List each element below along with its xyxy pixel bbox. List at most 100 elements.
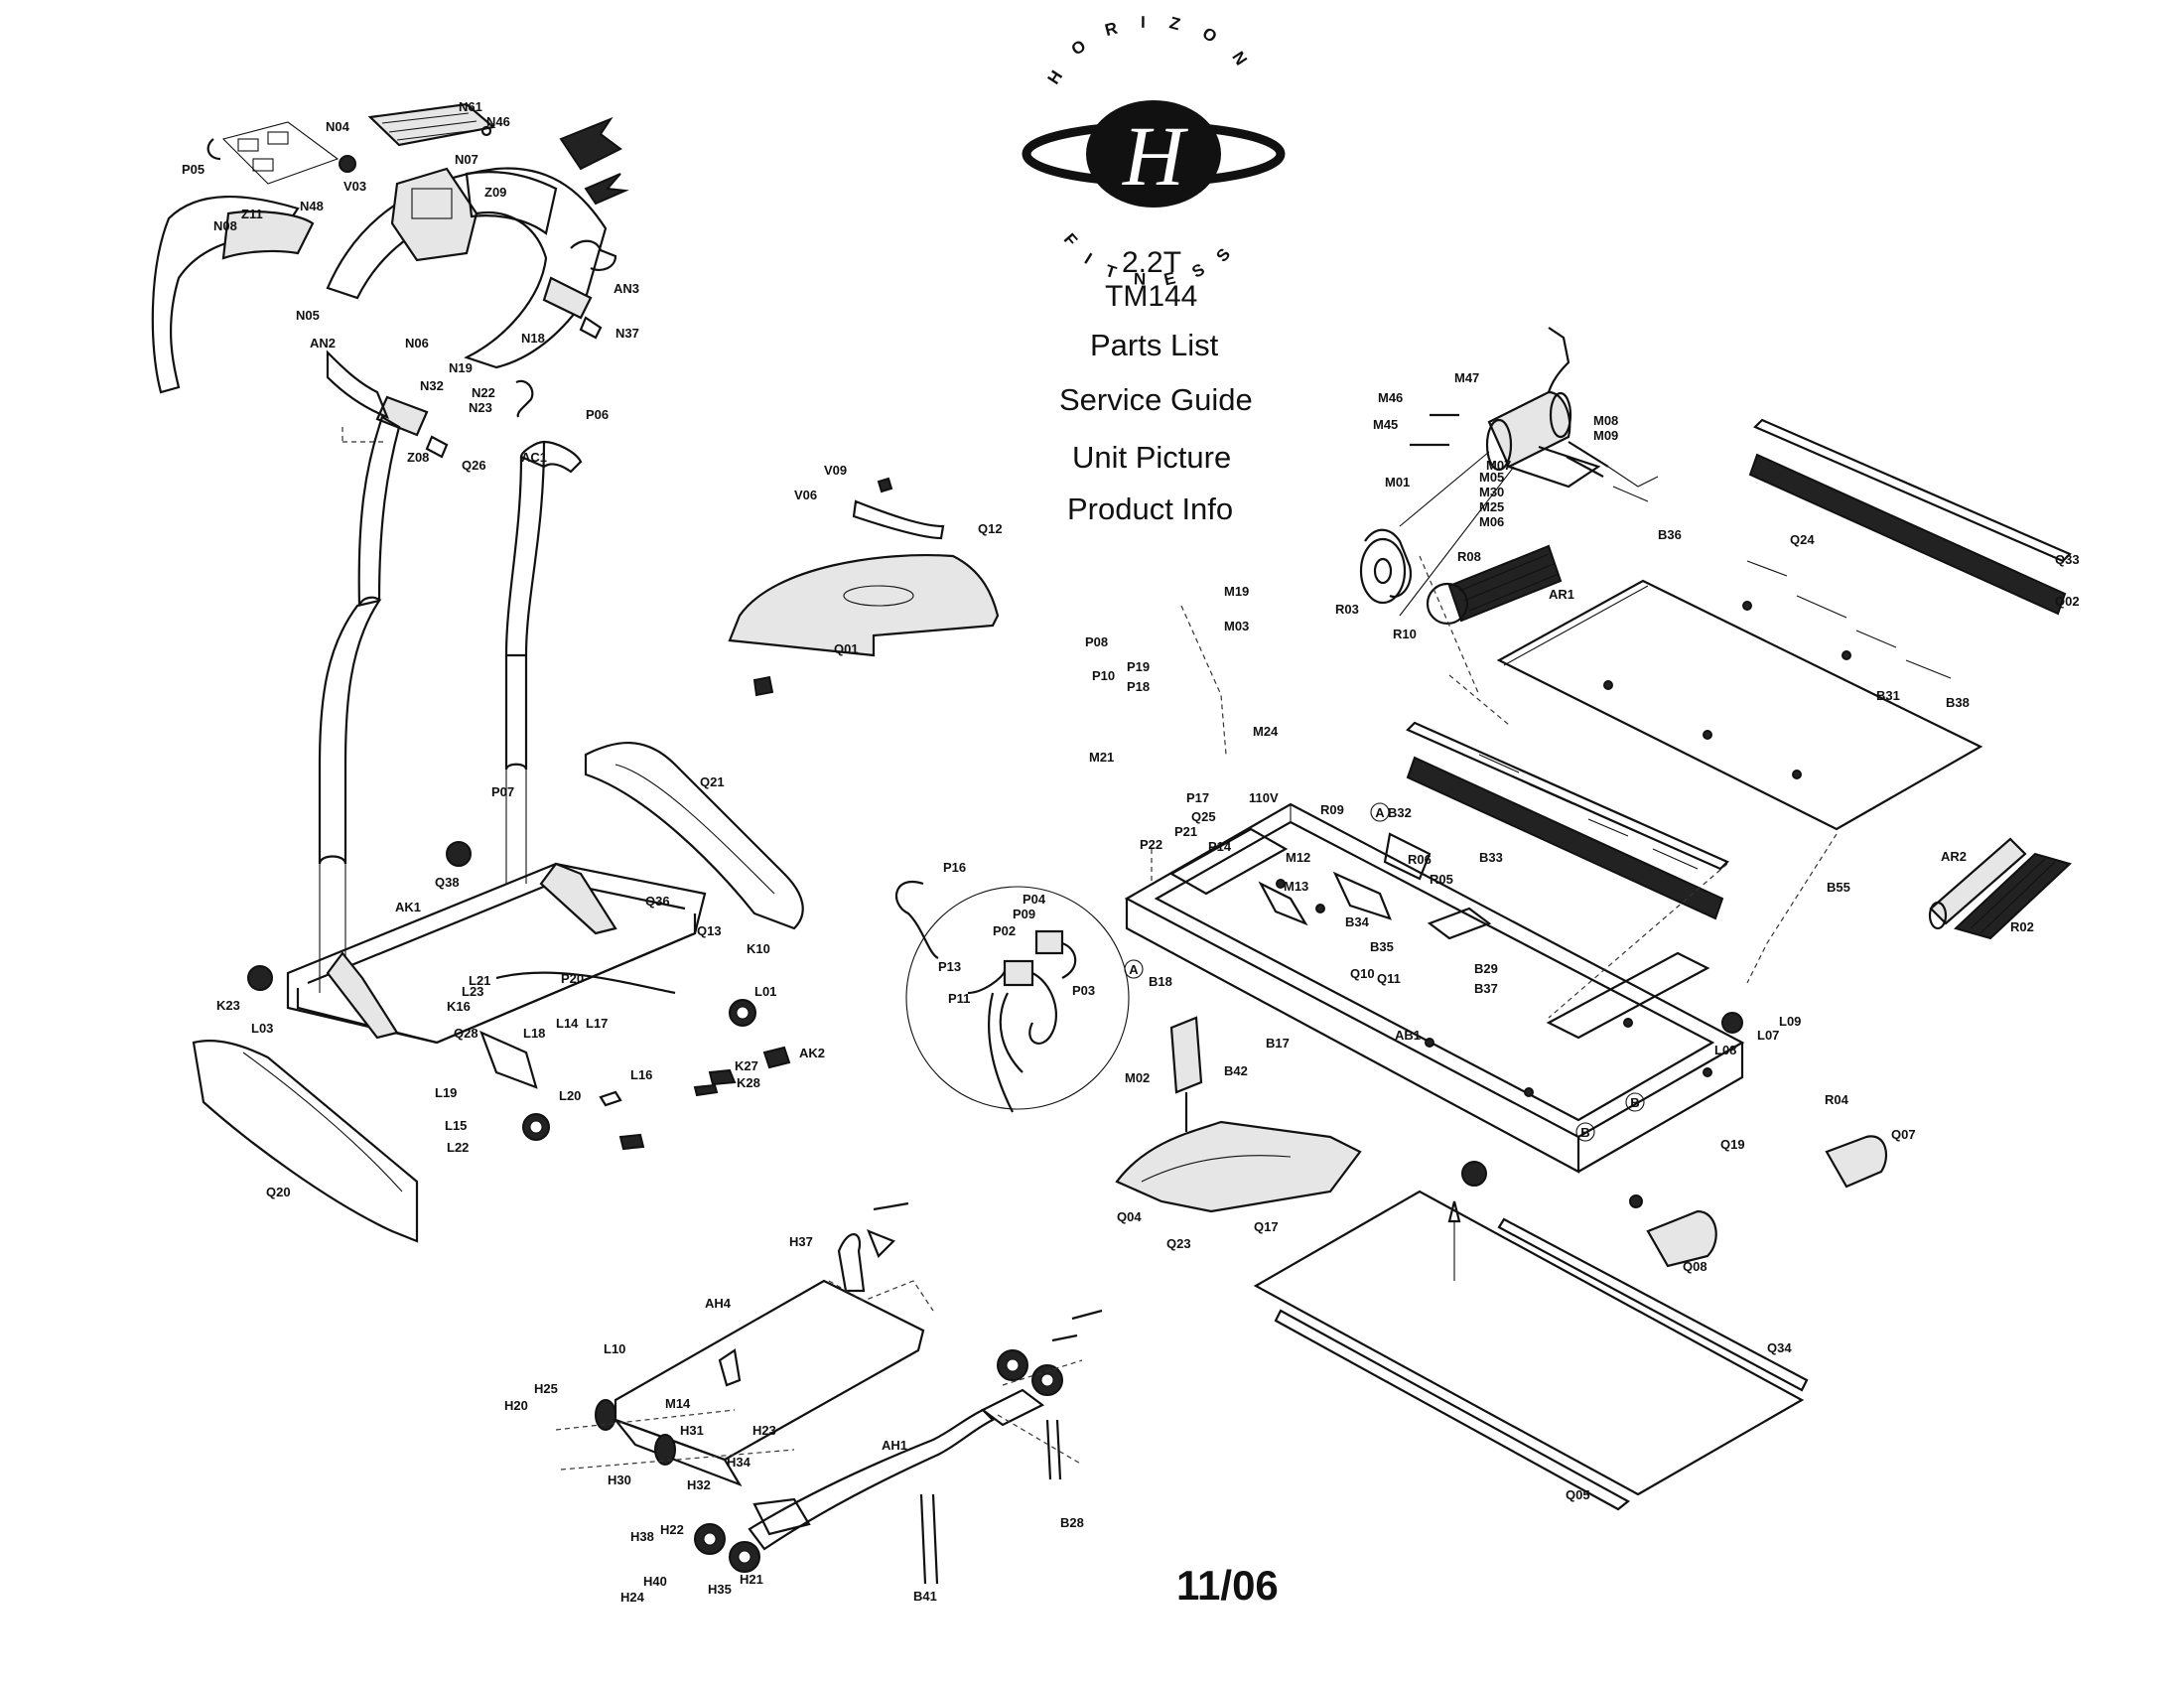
part-label: L21 [469, 973, 490, 988]
part-label: M47 [1454, 370, 1479, 385]
part-label: R05 [1430, 872, 1453, 887]
part-label: L18 [523, 1026, 545, 1041]
part-label: N48 [300, 199, 324, 213]
upright-tubes [318, 415, 583, 993]
part-label: P05 [182, 162, 205, 177]
part-label: Q05 [1566, 1487, 1590, 1502]
part-label: R10 [1393, 627, 1417, 641]
part-label: Z08 [407, 450, 429, 465]
part-label: R03 [1335, 602, 1359, 617]
part-label: B38 [1946, 695, 1970, 710]
part-label: AN2 [310, 336, 336, 351]
part-label: B33 [1479, 850, 1503, 865]
part-label: R02 [2010, 919, 2034, 934]
part-label: R04 [1825, 1092, 1849, 1107]
part-label: H23 [752, 1423, 776, 1438]
part-label: V09 [824, 463, 847, 478]
console-assembly [151, 102, 629, 459]
part-label: P14 [1208, 839, 1232, 854]
part-label: M24 [1253, 724, 1279, 739]
part-label: Q12 [978, 521, 1003, 536]
part-label: P10 [1092, 668, 1115, 683]
part-label: N07 [455, 152, 478, 167]
part-label: P17 [1186, 790, 1209, 805]
part-label: K23 [216, 998, 240, 1013]
part-label: B31 [1876, 688, 1900, 703]
part-label: B34 [1345, 914, 1370, 929]
part-label: L17 [586, 1016, 608, 1031]
part-label: Q23 [1166, 1236, 1191, 1251]
part-label: P07 [491, 784, 514, 799]
part-label: L14 [556, 1016, 579, 1031]
part-label: B37 [1474, 981, 1498, 996]
part-label: P20 [561, 971, 584, 986]
part-label: Q01 [834, 641, 859, 656]
logo-top-word: HORIZON [1044, 13, 1264, 87]
part-label: P08 [1085, 634, 1108, 649]
part-label: V06 [794, 488, 817, 502]
unit-picture-link[interactable]: Unit Picture [1072, 440, 1232, 475]
part-label: L19 [435, 1085, 457, 1100]
part-label: P09 [1013, 907, 1035, 921]
part-label: B18 [1149, 974, 1172, 989]
part-label: Q28 [454, 1026, 478, 1041]
part-label: K28 [737, 1075, 760, 1090]
part-label: K10 [747, 941, 770, 956]
side-rails [1406, 418, 2072, 920]
part-label: M12 [1286, 850, 1310, 865]
part-label: P22 [1140, 837, 1162, 852]
part-label: L22 [447, 1140, 469, 1155]
part-label: R06 [1408, 852, 1432, 867]
part-label: Q25 [1191, 809, 1216, 824]
part-label: Q21 [700, 774, 725, 789]
part-label: H24 [620, 1590, 645, 1605]
part-label: H34 [727, 1455, 751, 1470]
part-label: L16 [630, 1067, 652, 1082]
part-label: H32 [687, 1477, 711, 1492]
model-name: 2.2T [1122, 246, 1182, 279]
svg-text:B: B [1630, 1095, 1639, 1110]
part-label: N06 [405, 336, 429, 351]
motor-tray [1115, 1016, 1362, 1213]
part-label: P16 [943, 860, 966, 875]
part-label: M01 [1385, 475, 1410, 490]
part-label: Q24 [1790, 532, 1815, 547]
running-deck [1478, 560, 1983, 870]
parts-list-link[interactable]: Parts List [1090, 328, 1219, 362]
part-label: AH1 [882, 1438, 907, 1453]
part-label: M45 [1373, 417, 1398, 432]
part-label: B29 [1474, 961, 1498, 976]
part-label: Q34 [1767, 1340, 1792, 1355]
part-label: AK2 [799, 1046, 825, 1060]
incline-frame [595, 1201, 1103, 1585]
part-label: M02 [1125, 1070, 1150, 1085]
part-label: M14 [665, 1396, 691, 1411]
part-label: AK1 [395, 900, 421, 914]
part-label: P19 [1127, 659, 1150, 674]
part-label: AR2 [1941, 849, 1967, 864]
part-label: H38 [630, 1529, 654, 1544]
logo-monogram: H [1122, 108, 1188, 204]
part-label: N37 [615, 326, 639, 341]
part-label: N18 [521, 331, 545, 346]
part-label: M21 [1089, 750, 1114, 765]
part-label: V03 [343, 179, 366, 194]
part-label: B41 [913, 1589, 937, 1604]
part-label: Q10 [1350, 966, 1375, 981]
part-label: AC1 [521, 450, 547, 465]
service-guide-link[interactable]: Service Guide [1059, 382, 1253, 417]
part-label: M08 [1593, 413, 1618, 428]
part-label: R09 [1320, 802, 1344, 817]
part-label: L09 [1779, 1014, 1801, 1029]
part-labels: N61 N04 P05 N46 N07 Z09 V03 N48 Z11 N08 … [182, 99, 2080, 1605]
part-label: M09 [1593, 428, 1618, 443]
motor-cover [728, 477, 1000, 657]
part-label: B55 [1827, 880, 1850, 895]
part-label: Q07 [1891, 1127, 1916, 1142]
part-label: N32 [420, 378, 444, 393]
part-label: H30 [608, 1473, 631, 1487]
product-info-link[interactable]: Product Info [1067, 491, 1234, 526]
part-label: H21 [740, 1572, 763, 1587]
part-label: P13 [938, 959, 961, 974]
